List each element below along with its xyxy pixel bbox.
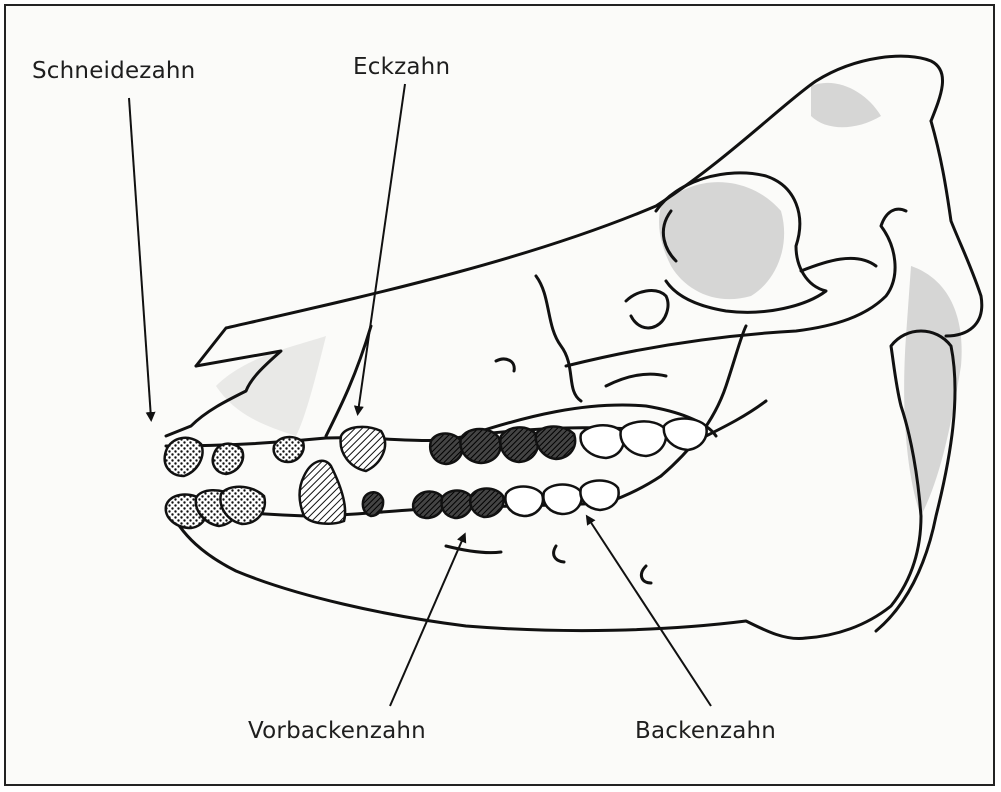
- molar-arrow: [588, 518, 711, 706]
- label-canine: Eckzahn: [353, 54, 450, 80]
- label-molar: Backenzahn: [635, 718, 776, 744]
- label-incisor: Schneidezahn: [32, 58, 195, 84]
- leader-arrows: [129, 84, 711, 706]
- canine-arrow: [358, 84, 405, 412]
- incisor-arrow: [129, 98, 151, 418]
- diagram-frame: Schneidezahn Eckzahn Vorbackenzahn Backe…: [4, 4, 995, 786]
- premolar-arrow: [390, 536, 464, 706]
- label-premolar: Vorbackenzahn: [248, 718, 426, 744]
- skull-outline: [166, 56, 982, 638]
- pig-skull-drawing: [6, 6, 995, 786]
